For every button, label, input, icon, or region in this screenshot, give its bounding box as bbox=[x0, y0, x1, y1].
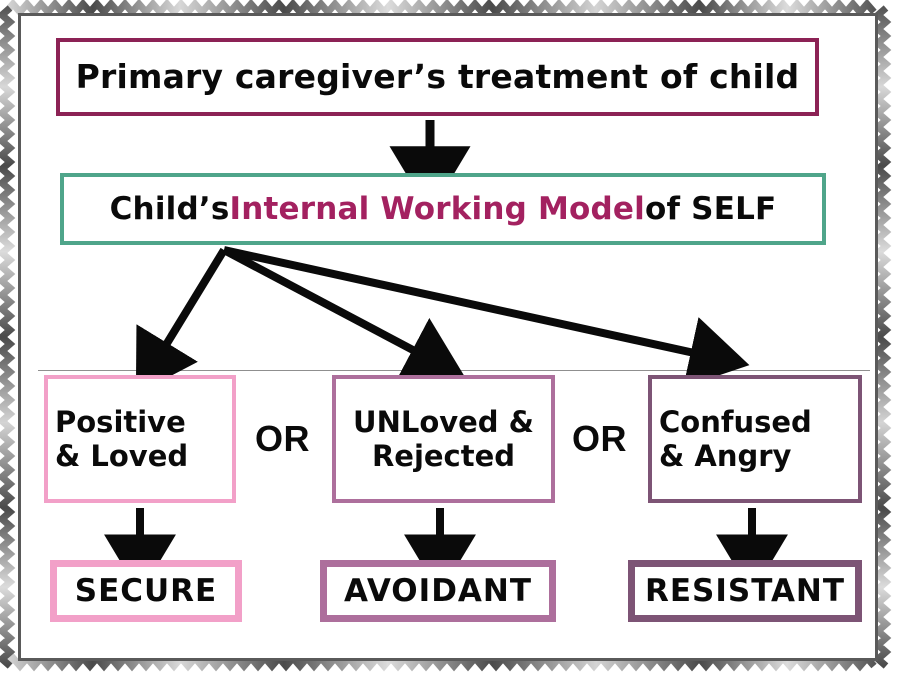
state-unloved-line2: Rejected bbox=[371, 439, 516, 473]
model-prefix-label: Child’s bbox=[109, 190, 230, 227]
horizontal-divider-rule bbox=[38, 370, 870, 371]
caregiver-treatment-label: Primary caregiver’s treatment of child bbox=[75, 56, 800, 96]
model-suffix-label: of SELF bbox=[644, 190, 777, 227]
model-accent-label: Internal Working Model bbox=[229, 190, 645, 227]
state-positive-line1: Positive bbox=[55, 404, 186, 439]
state-box-unloved: UNLoved & Rejected bbox=[332, 375, 555, 503]
caregiver-treatment-box: Primary caregiver’s treatment of child bbox=[56, 38, 819, 116]
outcome-box-secure: SECURE bbox=[50, 560, 242, 622]
conjunction-or-1: OR bbox=[255, 418, 310, 459]
state-confused-line2: & Angry bbox=[659, 439, 792, 473]
state-box-positive: Positive & Loved bbox=[44, 375, 236, 503]
state-positive-line2: & Loved bbox=[55, 439, 189, 473]
state-unloved-line1: UNLoved & bbox=[353, 404, 534, 439]
internal-working-model-box: Child’s Internal Working Model of SELF bbox=[60, 173, 826, 245]
conjunction-or-2: OR bbox=[572, 418, 627, 459]
state-confused-line1: Confused bbox=[659, 404, 812, 439]
outcome-resistant-label: RESISTANT bbox=[644, 572, 846, 609]
state-box-confused: Confused & Angry bbox=[648, 375, 862, 503]
outcome-box-avoidant: AVOIDANT bbox=[320, 560, 556, 622]
outcome-box-resistant: RESISTANT bbox=[628, 560, 862, 622]
outcome-avoidant-label: AVOIDANT bbox=[343, 572, 533, 609]
outcome-secure-label: SECURE bbox=[74, 572, 218, 609]
